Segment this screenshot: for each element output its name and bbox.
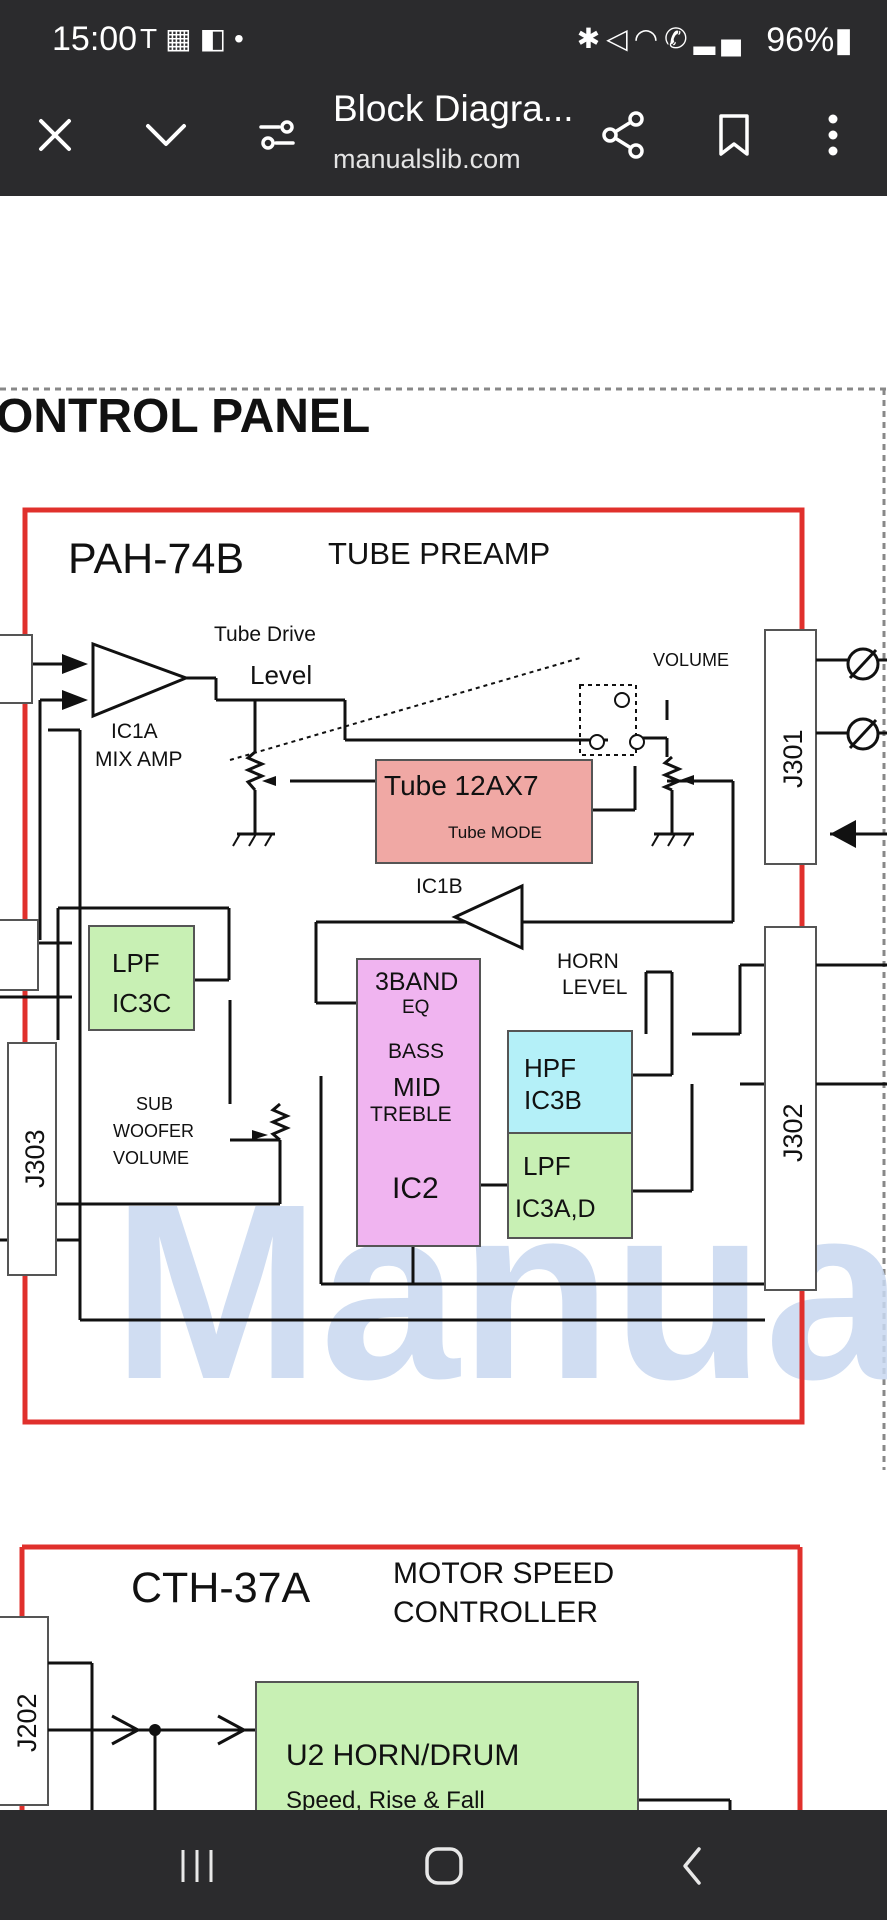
battery-indicator: 96%▮ [766, 20, 853, 60]
back-icon [683, 1847, 701, 1885]
minimize-button[interactable] [131, 100, 201, 170]
watermark: Manua [112, 1152, 887, 1431]
tube-drive-label: Tube Drive [214, 623, 316, 646]
signal-icon: ▂▄ [693, 23, 747, 54]
home-icon [425, 1847, 463, 1885]
tube-label: Tube 12AX7 [384, 770, 539, 801]
left-connector-top [0, 634, 33, 704]
j202-label: J202 [12, 1693, 42, 1752]
battery-percent: 96% [766, 21, 835, 59]
wiring [0, 662, 765, 1322]
status-right-icons: ✱◁◠✆▂▄ [577, 22, 747, 55]
j202-connector [0, 1616, 49, 1806]
block-diagram: ONTROL PANEL Manua PAH-74B TUBE PREAMP [0, 387, 887, 1810]
site-settings-button[interactable] [242, 100, 312, 170]
j301-label: J301 [778, 729, 808, 788]
ic1a-label: IC1A [111, 720, 158, 743]
mix-amp-label: MIX AMP [95, 748, 183, 771]
custom-tab-toolbar: Block Diagra... manualslib.com [0, 82, 887, 196]
battery-icon: ▮ [834, 21, 853, 59]
sub-volume-label: VOLUME [113, 1148, 189, 1168]
j303-connector [7, 1042, 57, 1276]
tesla-icon: T [140, 23, 166, 54]
home-button[interactable] [404, 1838, 484, 1894]
close-button[interactable] [20, 100, 90, 170]
hpf-ic3b-block [507, 1030, 633, 1134]
wifi-icon: ◠ [633, 23, 665, 54]
horn-level-label: LEVEL [562, 976, 627, 999]
recent-apps-button[interactable] [157, 1838, 237, 1894]
pah-model: PAH-74B [68, 535, 244, 583]
share-button[interactable] [588, 100, 658, 170]
hpf-label: HPF [524, 1053, 576, 1083]
u2-block [255, 1681, 639, 1810]
status-bar: 15:00 T▦◧• ✱◁◠✆▂▄ 96%▮ [0, 0, 887, 82]
page-title: Block Diagra... [333, 88, 574, 129]
treble-label: TREBLE [370, 1103, 452, 1126]
cth-model: CTH-37A [131, 1564, 311, 1612]
eq-label: EQ [402, 997, 429, 1018]
close-icon [39, 119, 71, 151]
ic3b-label: IC3B [524, 1085, 582, 1115]
bookmark-icon [719, 114, 749, 156]
recent-apps-icon [181, 1850, 213, 1882]
level-label: Level [250, 660, 312, 690]
j303-label: J303 [20, 1129, 50, 1188]
page-content[interactable]: ONTROL PANEL Manua PAH-74B TUBE PREAMP [0, 196, 887, 1810]
back-button[interactable] [652, 1838, 732, 1894]
bass-label: BASS [388, 1040, 444, 1063]
lpf1-label: LPF [112, 948, 160, 978]
tube-mode-label: Tube MODE [448, 823, 542, 842]
share-icon [602, 111, 644, 159]
cth-subtitle-1: MOTOR SPEED [393, 1557, 614, 1590]
eq-3band-label: 3BAND [375, 968, 458, 996]
lpf2-label: LPF [523, 1151, 571, 1181]
lpf-ic3c-block [88, 925, 195, 1031]
horn-label: HORN [557, 950, 619, 973]
mid-label: MID [393, 1072, 441, 1102]
page-url: manualslib.com [333, 144, 521, 174]
more-options-button[interactable] [798, 100, 868, 170]
ic3ad-label: IC3A,D [515, 1195, 596, 1223]
ic1b-label: IC1B [416, 875, 463, 898]
wifi-call-icon: ✆ [664, 23, 694, 54]
tune-icon [259, 120, 295, 150]
j302-label: J302 [778, 1103, 808, 1162]
ic2-label: IC2 [392, 1172, 439, 1205]
bookmark-button[interactable] [699, 100, 769, 170]
calendar-icon: ▦ [165, 23, 200, 54]
notification-icon: ◧ [199, 23, 235, 54]
status-time: 15:00 [52, 20, 138, 58]
navigation-bar [0, 1810, 887, 1920]
u2-label: U2 HORN/DRUM [286, 1739, 519, 1772]
mute-icon: ◁ [606, 23, 634, 54]
tube-12ax7-block [375, 759, 593, 864]
lpf-ic3ad-block [507, 1132, 633, 1239]
pah-subtitle: TUBE PREAMP [328, 536, 550, 571]
left-connector-mid [0, 919, 39, 991]
chevron-down-icon [146, 124, 186, 146]
eq-ic2-block [356, 958, 481, 1247]
volume-label: VOLUME [653, 650, 729, 670]
dot-icon: • [234, 23, 252, 54]
j302-connector [764, 926, 817, 1291]
ic3c-label: IC3C [112, 988, 171, 1018]
cth-subtitle-2: CONTROLLER [393, 1596, 598, 1629]
woofer-label: WOOFER [113, 1121, 194, 1141]
ic1a-amp [91, 641, 191, 719]
j301-connector [764, 629, 817, 865]
bluetooth-icon: ✱ [576, 23, 607, 54]
u2-sub-label: Speed, Rise & Fall [286, 1787, 485, 1810]
status-left-icons: T▦◧• [140, 22, 252, 55]
sub-label: SUB [136, 1094, 173, 1114]
section-title: ONTROL PANEL [0, 390, 370, 443]
more-vert-icon [828, 114, 838, 156]
ic1b-amp [451, 883, 524, 951]
